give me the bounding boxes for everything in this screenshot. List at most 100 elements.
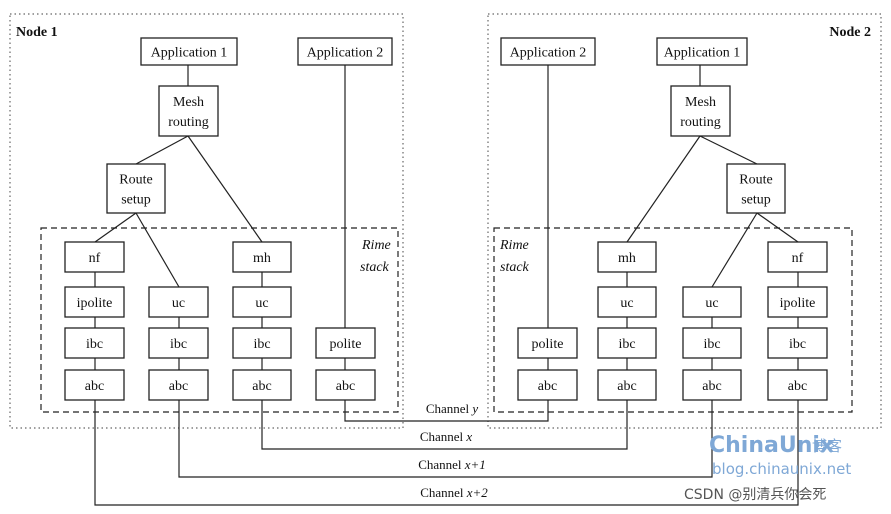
box-outline: [517, 369, 578, 401]
node-1-border: [9, 13, 404, 429]
box-label: uc: [172, 296, 185, 311]
box-outline: [670, 85, 731, 137]
node-1-label: Node 1: [16, 25, 58, 40]
n1-ibc-box-3: ibc: [232, 327, 292, 359]
box-label: routing: [168, 115, 208, 130]
channel-x2-line: [94, 400, 799, 506]
box-outline: [597, 286, 657, 318]
box-label: uc: [705, 296, 718, 311]
n2-uc-box-2: uc: [682, 286, 742, 318]
box-outline: [232, 369, 292, 401]
n1-abc-box-4: abc: [315, 369, 376, 401]
box-label: abc: [617, 379, 636, 394]
box-outline: [315, 327, 376, 359]
box-label: abc: [336, 379, 355, 394]
n2-mh-box: mh: [597, 241, 657, 273]
conn-n2-mesh-mh: [626, 135, 701, 243]
box-label: Application 1: [151, 46, 228, 61]
box-outline: [726, 163, 786, 214]
box-outline: [64, 286, 125, 318]
node-2-rime-stack-border: [493, 227, 853, 413]
box-label: abc: [702, 379, 721, 394]
box-label: polite: [330, 337, 362, 352]
box-label: abc: [85, 379, 104, 394]
n2-ipolite-box: ipolite: [767, 286, 828, 318]
box-outline: [232, 286, 292, 318]
box-label: Route: [119, 173, 152, 188]
channel-y-label: Channel y: [426, 401, 479, 416]
box-label: Mesh: [173, 95, 204, 110]
box-outline: [106, 163, 166, 214]
box-outline: [682, 286, 742, 318]
channel-x-line: [261, 400, 628, 450]
box-outline: [140, 37, 238, 66]
box-outline: [64, 241, 125, 273]
box-label: polite: [532, 337, 564, 352]
node-1-rime-stack-border: [40, 227, 399, 413]
n2-ibc-box-2: ibc: [682, 327, 742, 359]
box-label: nf: [89, 251, 101, 266]
channel-y-line: [344, 400, 549, 422]
connection-lines: [94, 65, 799, 506]
n2-application-2-box: Application 2: [500, 37, 596, 66]
n2-ibc-box-1: ibc: [597, 327, 657, 359]
box-outline: [656, 37, 748, 66]
n2-polite-box: polite: [517, 327, 578, 359]
watermark-brand: ChinaUnix: [709, 433, 834, 458]
box-label: uc: [255, 296, 268, 311]
conn-n1-route-nf: [94, 212, 137, 243]
n2-uc-box-1: uc: [597, 286, 657, 318]
box-outline: [767, 369, 828, 401]
box-label: ibc: [789, 337, 806, 352]
box-label: nf: [792, 251, 804, 266]
box-outline: [64, 327, 125, 359]
box-outline: [597, 369, 657, 401]
box-label: mh: [253, 251, 271, 266]
node-2-stack-label-line1: Rime: [499, 238, 529, 253]
box-label: ibc: [170, 337, 187, 352]
node-1-stack-label-line1: Rime: [361, 238, 391, 253]
n1-ibc-box-1: ibc: [64, 327, 125, 359]
box-label: setup: [741, 193, 771, 208]
n2-nf-box: nf: [767, 241, 828, 273]
box-label: abc: [252, 379, 271, 394]
watermark-credit: CSDN @别清兵你会死: [684, 487, 826, 503]
conn-n1-mesh-mh: [187, 135, 263, 243]
box-label: uc: [620, 296, 633, 311]
n1-uc-box-1: uc: [148, 286, 209, 318]
box-label: ibc: [618, 337, 635, 352]
watermark-brand-suffix: 博客: [812, 437, 842, 455]
conn-n2-route-nf: [756, 212, 799, 243]
n1-abc-box-3: abc: [232, 369, 292, 401]
n1-application-1-box: Application 1: [140, 37, 238, 66]
n1-uc-box-2: uc: [232, 286, 292, 318]
box-outline: [148, 286, 209, 318]
channel-x1-line: [178, 400, 713, 478]
box-label: Application 1: [664, 46, 741, 61]
node-2-stack-label-line2: stack: [500, 260, 530, 275]
conn-n2-mesh-route: [699, 135, 758, 165]
box-outline: [517, 327, 578, 359]
n1-mh-box: mh: [232, 241, 292, 273]
box-outline: [767, 327, 828, 359]
conn-n1-mesh-route: [135, 135, 189, 165]
box-outline: [148, 327, 209, 359]
box-label: mh: [618, 251, 636, 266]
box-label: ipolite: [77, 296, 113, 311]
box-outline: [158, 85, 219, 137]
channel-x-label: Channel x: [420, 429, 473, 444]
box-outline: [297, 37, 393, 66]
n2-abc-box-4: abc: [767, 369, 828, 401]
box-label: ibc: [253, 337, 270, 352]
box-outline: [500, 37, 596, 66]
conn-n2-route-uc: [711, 212, 758, 288]
boxes: Application 1 Application 2 Meshrouting …: [64, 37, 828, 401]
box-label: ibc: [703, 337, 720, 352]
box-label: abc: [169, 379, 188, 394]
box-label: Mesh: [685, 95, 716, 110]
box-label: ibc: [86, 337, 103, 352]
